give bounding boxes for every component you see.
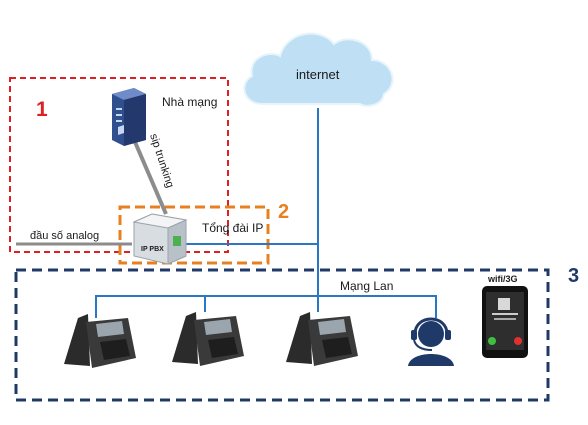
zone-3-box	[14, 268, 550, 402]
pbx-label: Tổng đài IP	[202, 221, 263, 235]
wifi-label: wifi/3G	[487, 274, 518, 284]
pbx-device-text: IP PBX	[141, 246, 164, 253]
headset-agent-icon	[408, 317, 454, 366]
pbx-icon	[132, 213, 188, 265]
provider-label: Nhà mạng	[162, 95, 217, 109]
zone-2-number: 2	[278, 201, 289, 223]
analog-label: đầu số analog	[30, 230, 99, 242]
desk-phone-icon	[286, 312, 358, 366]
internet-label: internet	[296, 67, 340, 82]
mobile-phone-icon	[482, 286, 528, 358]
desk-phone-icon	[64, 314, 136, 368]
zone-2-box	[118, 205, 270, 265]
zone-1-number: 1	[36, 98, 48, 121]
cloud-icon	[243, 32, 394, 107]
desk-phone-icon	[172, 312, 244, 366]
server-icon	[112, 88, 146, 146]
zone-3-number: 3	[568, 265, 579, 287]
sip-trunk-line	[133, 141, 168, 215]
lan-bus	[95, 295, 437, 318]
lan-label: Mạng Lan	[340, 279, 393, 293]
